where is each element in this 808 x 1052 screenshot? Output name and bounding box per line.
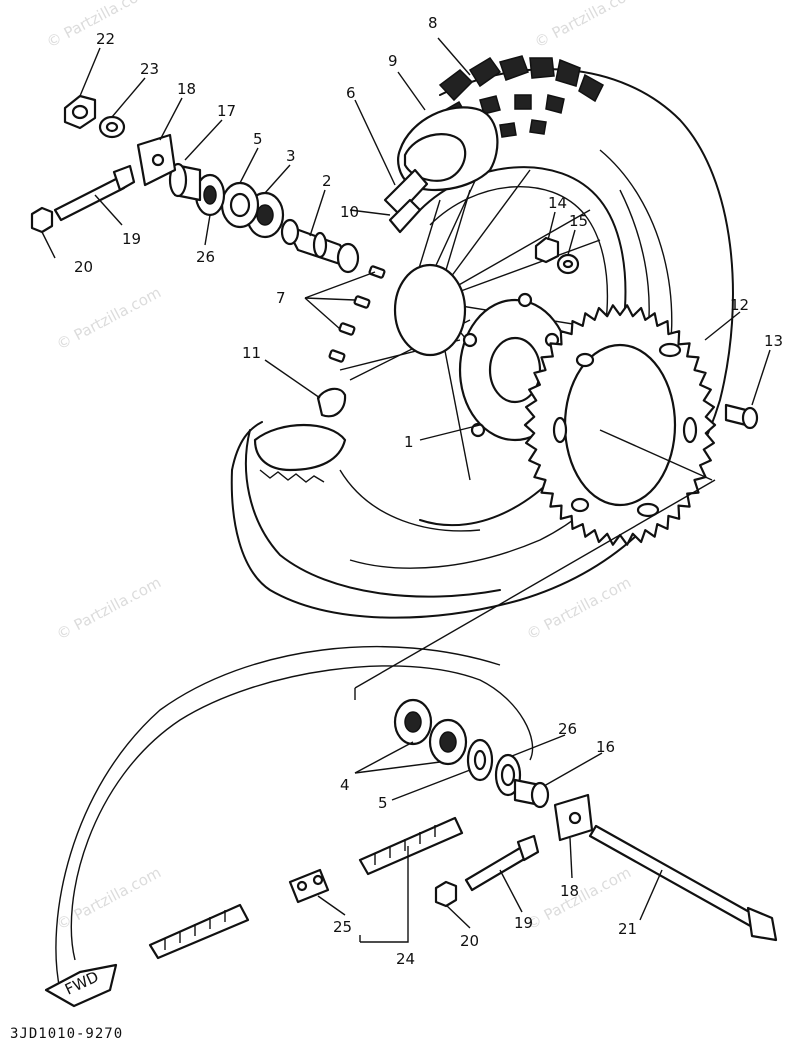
callout-4: 4	[340, 776, 350, 794]
callout-25: 25	[333, 918, 352, 936]
watermark: © Partzilla.com	[523, 573, 634, 643]
callout-18: 18	[177, 80, 196, 98]
fwd-arrow: FWD	[44, 963, 118, 1008]
axle-collar	[280, 218, 360, 274]
callout-1: 1	[404, 433, 414, 451]
callout-22: 22	[96, 30, 115, 48]
break-lines	[354, 479, 716, 700]
left-side-hardware	[30, 94, 285, 239]
callout-10: 10	[340, 203, 359, 221]
hub-bolt-hardware	[534, 236, 580, 275]
callout-labels: 22 23 18 17 5 3 2 26 19 20 6 9 8 10 7 11…	[74, 14, 783, 968]
spoke-nipples	[328, 265, 386, 363]
rear-sprocket	[523, 304, 717, 546]
callout-6: 6	[346, 84, 356, 102]
callout-23: 23	[140, 60, 159, 78]
callout-24: 24	[396, 950, 415, 968]
callout-21: 21	[618, 920, 637, 938]
watermark: © Partzilla.com	[53, 573, 164, 643]
chain-links-right	[358, 816, 464, 876]
callout-16: 16	[596, 738, 615, 756]
tube-and-valve	[383, 106, 499, 234]
rim-lock	[253, 387, 347, 483]
callout-13: 13	[764, 332, 783, 350]
watermark: © Partzilla.com	[53, 863, 164, 933]
callout-20: 20	[74, 258, 93, 276]
callout-17: 17	[217, 102, 236, 120]
callout-8: 8	[428, 14, 438, 32]
callout-26: 26	[196, 248, 215, 266]
callout-3: 3	[286, 147, 296, 165]
drive-chain	[55, 645, 534, 991]
callout-7: 7	[276, 289, 286, 307]
callout-5: 5	[378, 794, 388, 812]
callout-5: 5	[253, 130, 263, 148]
callout-14: 14	[548, 194, 567, 212]
watermark: © Partzilla.com	[531, 0, 642, 52]
sprocket-bolt	[724, 403, 759, 430]
callout-18: 18	[560, 882, 579, 900]
leader-lines	[41, 37, 771, 943]
callout-2: 2	[322, 172, 332, 190]
callout-11: 11	[242, 344, 261, 362]
tread-knobs	[438, 55, 604, 138]
chain-links-left	[148, 903, 250, 960]
right-side-hardware	[393, 698, 778, 942]
callout-26: 26	[558, 720, 577, 738]
callout-19: 19	[122, 230, 141, 248]
callout-20: 20	[460, 932, 479, 950]
drawing-code: 3JD1010-9270	[10, 1026, 123, 1042]
callout-19: 19	[514, 914, 533, 932]
watermark: © Partzilla.com	[53, 283, 164, 353]
callout-12: 12	[730, 296, 749, 314]
chain-joint	[288, 868, 330, 904]
callout-15: 15	[569, 212, 588, 230]
callout-9: 9	[388, 52, 398, 70]
